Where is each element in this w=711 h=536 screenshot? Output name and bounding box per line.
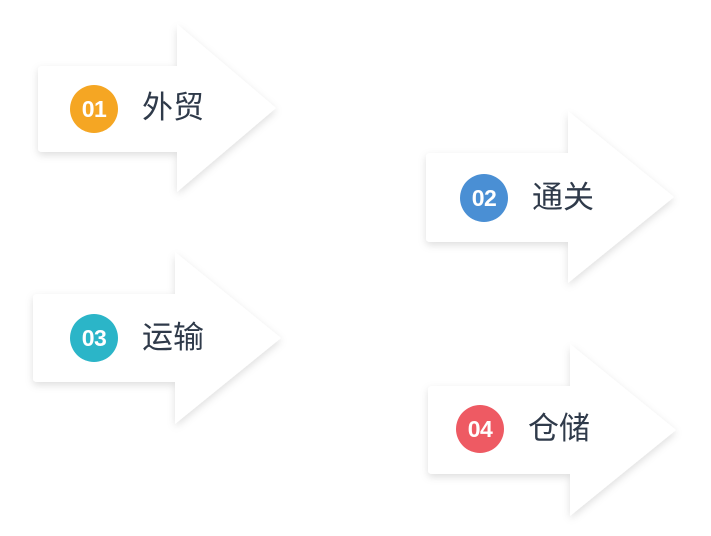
step-label: 通关 [532, 180, 594, 216]
step-label: 外贸 [142, 90, 204, 126]
arrow-shape [33, 252, 281, 424]
step-02-arrow: 02 通关 [418, 103, 688, 293]
step-number-badge: 03 [70, 314, 118, 362]
step-label: 运输 [142, 320, 204, 356]
arrow-shape [38, 24, 276, 192]
step-number-badge: 02 [460, 174, 508, 222]
step-number-badge: 01 [70, 85, 118, 133]
step-number-badge: 04 [456, 405, 504, 453]
arrow-shape [426, 111, 674, 283]
step-04-arrow: 04 仓储 [420, 336, 690, 526]
step-03-arrow: 03 运输 [25, 244, 295, 434]
step-01-arrow: 01 外贸 [30, 16, 290, 201]
step-label: 仓储 [528, 411, 590, 447]
arrow-shape [428, 344, 676, 516]
